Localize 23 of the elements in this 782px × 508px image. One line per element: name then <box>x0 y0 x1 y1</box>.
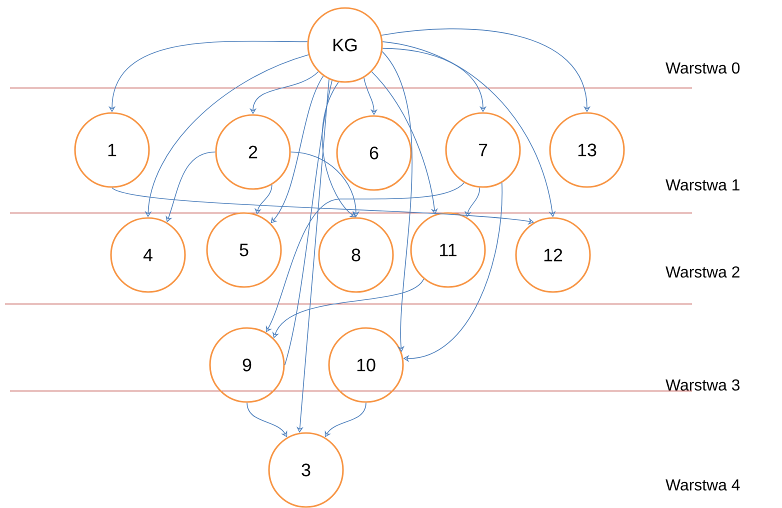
circle-node: 10 <box>328 327 404 403</box>
circle-node: 6 <box>336 115 412 191</box>
circle-node: 7 <box>445 112 521 188</box>
arrow <box>322 82 356 218</box>
circle-node: 11 <box>410 212 486 288</box>
circle-node: 5 <box>206 212 282 288</box>
layer-label: Warstwa 4 <box>666 479 740 491</box>
arrow <box>371 71 438 214</box>
circle-node: 2 <box>215 114 291 190</box>
arrow <box>270 76 324 224</box>
circle-node: KG <box>307 7 383 83</box>
circle-node: 9 <box>209 327 285 403</box>
circle-node: 8 <box>318 217 394 293</box>
layer-label: Warstwa 2 <box>666 266 740 278</box>
circle-node: 13 <box>549 112 625 188</box>
circle-node: 12 <box>515 217 591 293</box>
layer-label: Warstwa 0 <box>666 62 740 74</box>
layer-label: Warstwa 1 <box>666 179 740 191</box>
layer-label: Warstwa 3 <box>666 379 740 391</box>
circle-node: 1 <box>74 112 150 188</box>
circle-node: 3 <box>268 432 344 508</box>
arrow <box>254 184 272 214</box>
circle-node: 4 <box>110 217 186 293</box>
